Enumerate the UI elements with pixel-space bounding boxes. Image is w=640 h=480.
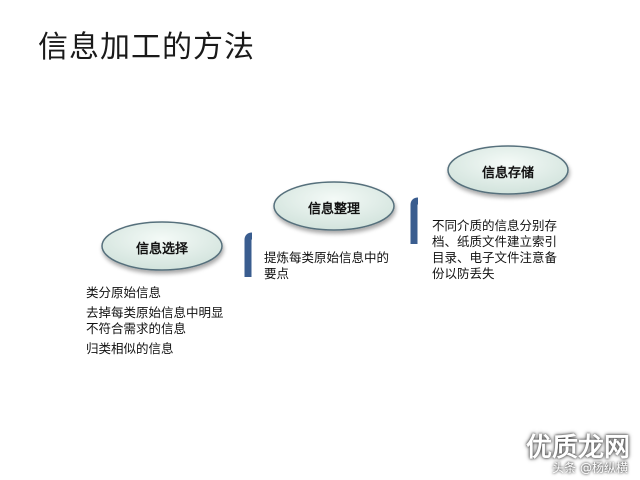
step-label-storage: 信息存储 (481, 166, 534, 181)
step-ellipse-2 (273, 181, 395, 231)
desc-item: 不符合需求的信息 (86, 321, 187, 336)
step-ellipse-3 (447, 145, 569, 195)
step-label-organize: 信息整理 (307, 202, 360, 217)
step-desc-organize: 提炼每类原始信息中的 要点 (264, 250, 414, 282)
desc-item: 归类相似的信息 (86, 341, 174, 356)
desc-item: 档、纸质文件建立索引 (432, 234, 558, 249)
desc-item: 份以防丢失 (432, 266, 495, 281)
desc-item: 要点 (264, 266, 290, 281)
step-desc-storage: 不同介质的信息分别存 档、纸质文件建立索引 目录、电子文件注意备 份以防丢失 (432, 218, 582, 282)
desc-item: 提炼每类原始信息中的 (264, 250, 390, 265)
page-title: 信息加工的方法 (38, 30, 255, 65)
watermark-brand: 优质龙网 (525, 433, 630, 463)
desc-item: 类分原始信息 (86, 285, 162, 300)
step-desc-selection: 类分原始信息 去掉每类原始信息中明显 不符合需求的信息 归类相似的信息 (86, 285, 256, 357)
step-ellipse-1 (101, 221, 223, 271)
watermark-text: 头条 @杨纵横 (552, 461, 628, 475)
desc-item: 去掉每类原始信息中明显 (86, 305, 224, 320)
desc-item: 不同介质的信息分别存 (432, 218, 558, 233)
desc-item: 目录、电子文件注意备 (432, 250, 558, 265)
step-label-selection: 信息选择 (135, 242, 188, 257)
